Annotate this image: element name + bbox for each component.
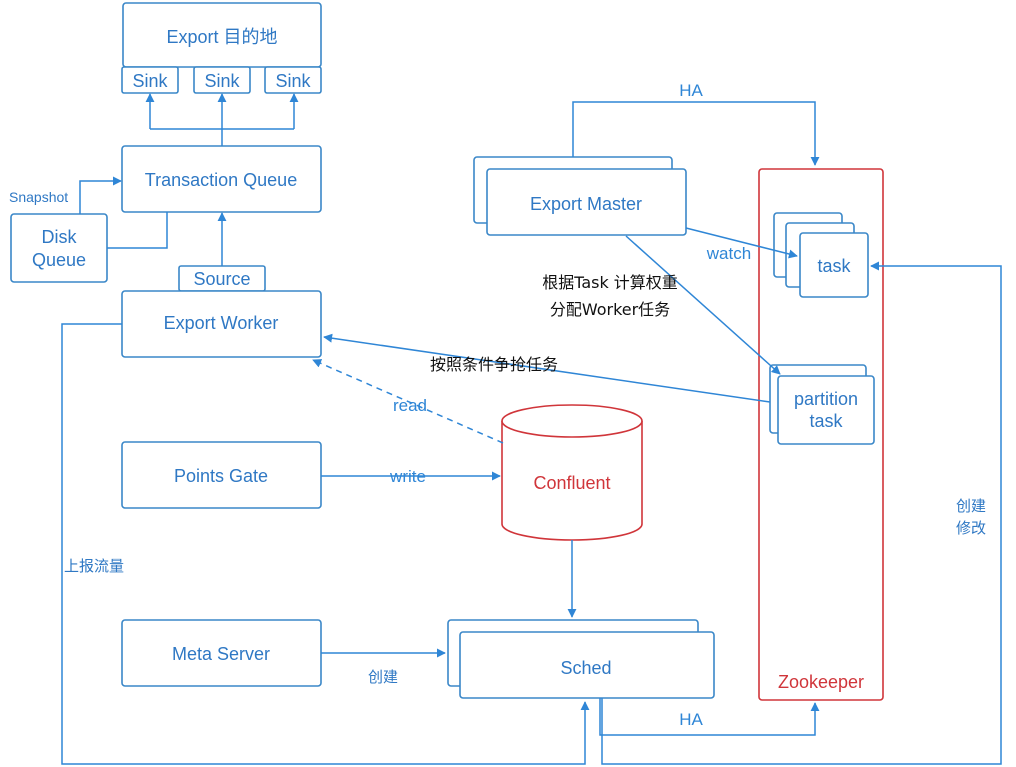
sink-node-1: Sink [121,66,179,94]
export-master-node: Export Master [473,156,687,236]
sink-node-3: Sink [264,66,322,94]
edge-ha-bottom: HA [599,698,820,736]
task-node: task [773,212,869,298]
export-worker-label: Export Worker [164,313,279,333]
zookeeper-label: Zookeeper [778,672,864,692]
edge-write: write [321,467,501,486]
transaction-queue-label: Transaction Queue [145,170,297,190]
sink-label-3: Sink [275,71,311,91]
compete-label: 按照条件争抢任务 [430,355,558,374]
export-destination-label: Export 目的地 [166,27,277,47]
edge-queue-to-disk [107,212,168,249]
disk-queue-label-1: Disk [42,227,78,247]
meta-server-label: Meta Server [172,644,270,664]
create-label: 创建 [368,668,398,686]
sched-node: Sched [447,619,715,699]
source-node: Source [178,265,266,292]
edge-meta-create: 创建 [321,648,446,686]
read-label: read [393,396,427,415]
create-modify-label-2: 修改 [956,519,986,537]
ha-top-label: HA [679,81,703,100]
confluent-node: Confluent [501,404,643,541]
transaction-queue-node: Transaction Queue [121,145,322,213]
partition-task-node: partition task [769,364,875,445]
sink-label-2: Sink [204,71,240,91]
create-modify-label-1: 创建 [956,497,986,515]
edge-ha-top: HA [572,81,820,166]
ha-bottom-label: HA [679,710,703,729]
sink-label-1: Sink [132,71,168,91]
assign-label-1: 根据Task 计算权重 [542,273,678,292]
disk-queue-node: Disk Queue [10,213,108,283]
watch-label: watch [706,244,751,263]
edge-report: 上报流量 [61,323,590,765]
export-destination-node: Export 目的地 [122,2,322,68]
assign-label-2: 分配Worker任务 [550,300,670,319]
edge-read: read [312,359,504,444]
sink-node-2: Sink [193,66,251,94]
points-gate-node: Points Gate [121,441,322,509]
confluent-label: Confluent [533,473,610,493]
edge-watch: watch [685,227,798,263]
export-worker-node: Export Worker [121,290,322,358]
source-label: Source [193,269,250,289]
partition-task-label-2: task [809,411,843,431]
disk-queue-label-2: Queue [32,250,86,270]
write-label: write [389,467,426,486]
export-master-label: Export Master [530,194,642,214]
snapshot-label: Snapshot [9,189,68,205]
task-label: task [817,256,851,276]
meta-server-node: Meta Server [121,619,322,687]
partition-task-label-1: partition [794,389,858,409]
edge-compete: 按照条件争抢任务 [323,333,771,403]
edge-queue-to-sinks [145,93,299,146]
edge-assign: 根据Task 计算权重 分配Worker任务 [542,235,781,375]
points-gate-label: Points Gate [174,466,268,486]
sched-label: Sched [560,658,611,678]
edge-create-modify: 创建 修改 [601,261,1002,765]
report-label: 上报流量 [64,557,124,575]
edge-snapshot: Snapshot [9,176,122,214]
